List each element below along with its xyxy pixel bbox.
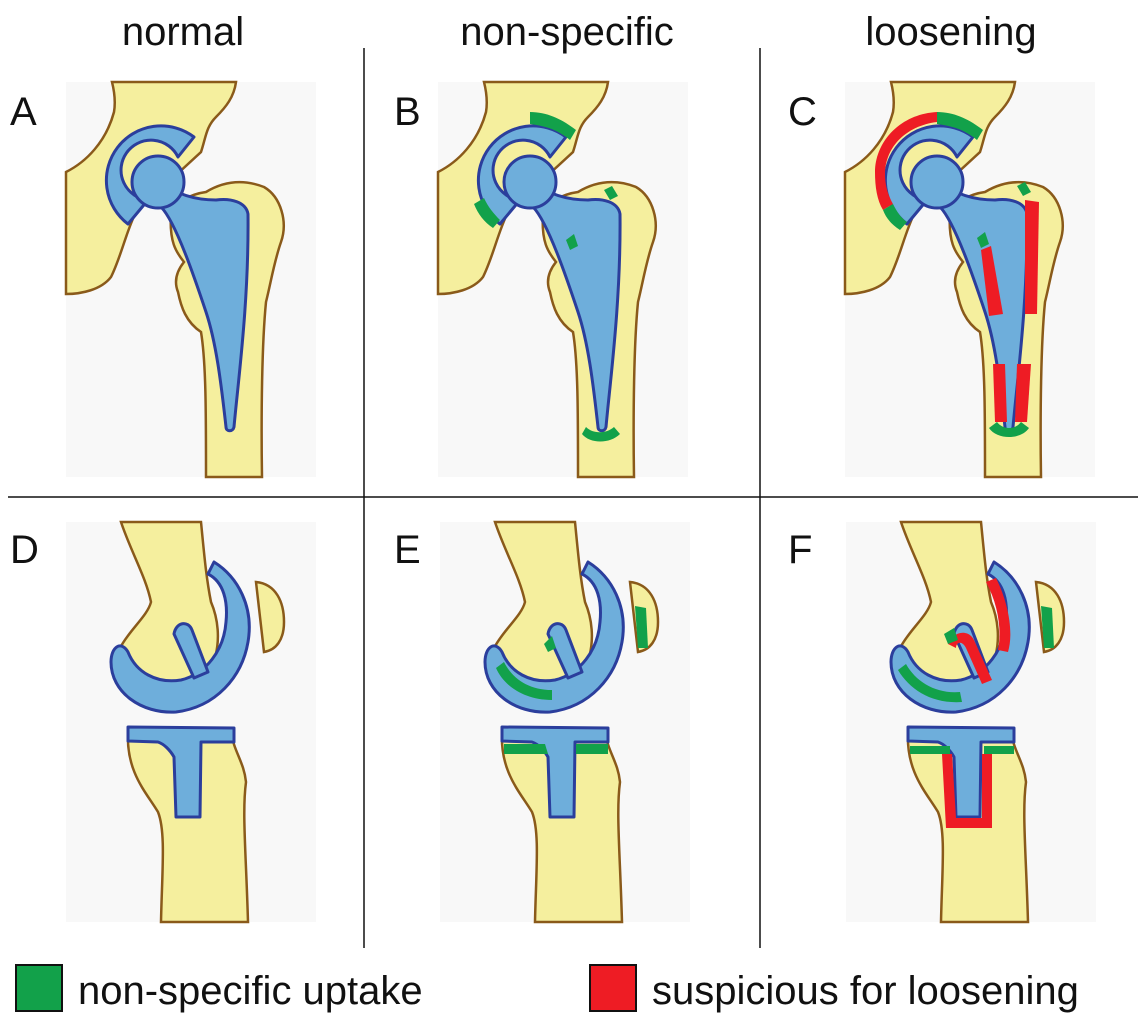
panel-a: A xyxy=(10,82,316,477)
hip-diagram-normal xyxy=(66,82,316,477)
hip-diagram-loosening xyxy=(845,82,1095,477)
hip-diagram-non-specific xyxy=(438,82,688,477)
knee-diagram-non-specific xyxy=(440,522,690,922)
legend-item-non-specific: non-specific uptake xyxy=(16,965,423,1013)
uptake-tibial-tray-left xyxy=(504,744,548,754)
loosening-stem-lateral xyxy=(1025,200,1039,314)
loosening-stem-distal-medial xyxy=(993,364,1007,422)
panel-letter-e: E xyxy=(394,528,421,572)
legend: non-specific uptake suspicious for loose… xyxy=(16,965,1079,1013)
panel-e: E xyxy=(394,522,690,922)
panel-letter-f: F xyxy=(788,528,812,572)
panel-c: C xyxy=(788,82,1095,477)
legend-swatch-green xyxy=(16,965,62,1011)
column-title-non-specific: non-specific xyxy=(460,10,673,54)
panel-letter-d: D xyxy=(10,528,39,572)
panel-letter-b: B xyxy=(394,90,421,134)
knee-diagram-normal xyxy=(66,522,316,922)
legend-label-loosening: suspicious for loosening xyxy=(652,969,1079,1013)
panel-letter-a: A xyxy=(10,90,37,134)
panel-d: D xyxy=(10,522,316,922)
legend-label-non-specific: non-specific uptake xyxy=(78,969,423,1013)
uptake-tibial-tray-right xyxy=(984,746,1014,754)
uptake-tibial-tray-left xyxy=(910,746,950,754)
legend-item-loosening: suspicious for loosening xyxy=(590,965,1079,1013)
column-title-loosening: loosening xyxy=(865,10,1036,54)
panel-f: F xyxy=(788,522,1096,922)
uptake-tibial-tray-right xyxy=(576,744,608,754)
knee-diagram-loosening xyxy=(846,522,1096,922)
legend-swatch-red xyxy=(590,965,636,1011)
panel-b: B xyxy=(394,82,688,477)
panel-letter-c: C xyxy=(788,90,817,134)
column-title-normal: normal xyxy=(122,10,244,54)
